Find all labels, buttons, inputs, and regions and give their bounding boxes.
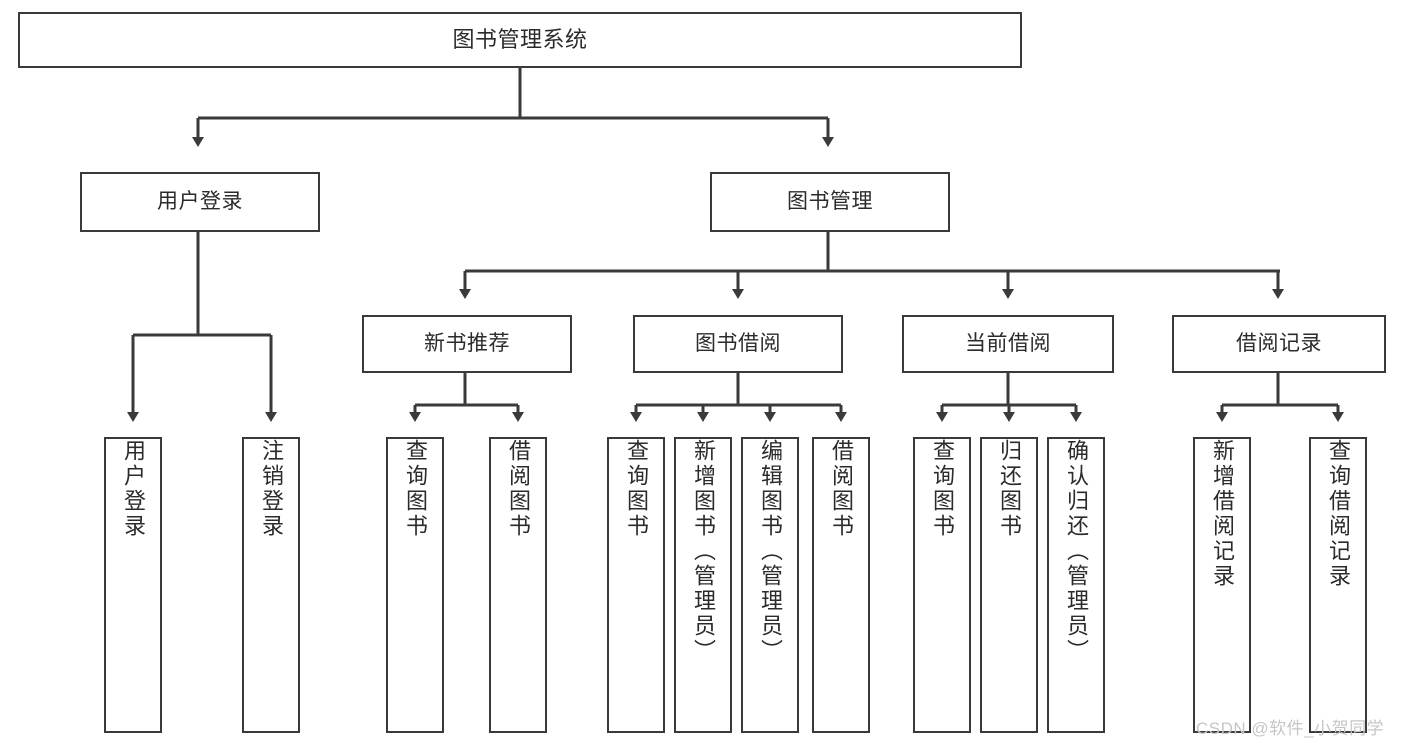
node-leaf-user-login-signin[interactable]: 用户登录 (104, 437, 162, 733)
node-book-management-label: 图书管理 (787, 189, 873, 213)
node-current-borrow[interactable]: 当前借阅 (902, 315, 1114, 373)
node-leaf-borrow-borrow-book[interactable]: 借阅图书 (812, 437, 870, 733)
node-leaf-user-login-signout[interactable]: 注销登录 (242, 437, 300, 733)
node-leaf-record-add-label: 新增借阅记录 (1210, 439, 1235, 589)
node-book-borrow-label: 图书借阅 (695, 331, 781, 355)
node-borrow-record-label: 借阅记录 (1236, 331, 1322, 355)
node-user-login[interactable]: 用户登录 (80, 172, 320, 232)
node-root-system[interactable]: 图书管理系统 (18, 12, 1022, 68)
node-user-login-label: 用户登录 (157, 189, 243, 213)
node-leaf-borrow-query-book[interactable]: 查询图书 (607, 437, 665, 733)
node-leaf-current-query-book[interactable]: 查询图书 (913, 437, 971, 733)
node-leaf-current-return-book-label: 归还图书 (997, 439, 1022, 539)
node-leaf-new-book-query[interactable]: 查询图书 (386, 437, 444, 733)
node-leaf-record-query[interactable]: 查询借阅记录 (1309, 437, 1367, 733)
node-leaf-current-query-book-label: 查询图书 (930, 439, 955, 539)
node-leaf-borrow-add-book[interactable]: 新增图书（管理员） (674, 437, 732, 733)
node-book-borrow[interactable]: 图书借阅 (633, 315, 843, 373)
node-leaf-new-book-query-label: 查询图书 (403, 439, 428, 539)
node-leaf-new-book-borrow[interactable]: 借阅图书 (489, 437, 547, 733)
node-new-book-recommend-label: 新书推荐 (424, 331, 510, 355)
node-leaf-record-query-label: 查询借阅记录 (1326, 439, 1351, 589)
node-leaf-current-confirm-return-label: 确认归还（管理员） (1064, 439, 1089, 664)
node-book-management[interactable]: 图书管理 (710, 172, 950, 232)
node-leaf-record-add[interactable]: 新增借阅记录 (1193, 437, 1251, 733)
node-leaf-user-login-signout-label: 注销登录 (259, 439, 284, 539)
node-root-system-label: 图书管理系统 (452, 27, 588, 53)
node-leaf-borrow-borrow-book-label: 借阅图书 (829, 439, 854, 539)
node-leaf-user-login-signin-label: 用户登录 (121, 439, 146, 539)
node-leaf-current-confirm-return[interactable]: 确认归还（管理员） (1047, 437, 1105, 733)
node-leaf-borrow-edit-book[interactable]: 编辑图书（管理员） (741, 437, 799, 733)
node-leaf-borrow-add-book-label: 新增图书（管理员） (691, 439, 716, 664)
node-leaf-borrow-edit-book-label: 编辑图书（管理员） (758, 439, 783, 664)
node-new-book-recommend[interactable]: 新书推荐 (362, 315, 572, 373)
csdn-watermark: CSDN @软件_小贺同学 (1196, 719, 1385, 738)
node-borrow-record[interactable]: 借阅记录 (1172, 315, 1386, 373)
node-leaf-borrow-query-book-label: 查询图书 (624, 439, 649, 539)
node-leaf-current-return-book[interactable]: 归还图书 (980, 437, 1038, 733)
node-leaf-new-book-borrow-label: 借阅图书 (506, 439, 531, 539)
node-current-borrow-label: 当前借阅 (965, 331, 1051, 355)
